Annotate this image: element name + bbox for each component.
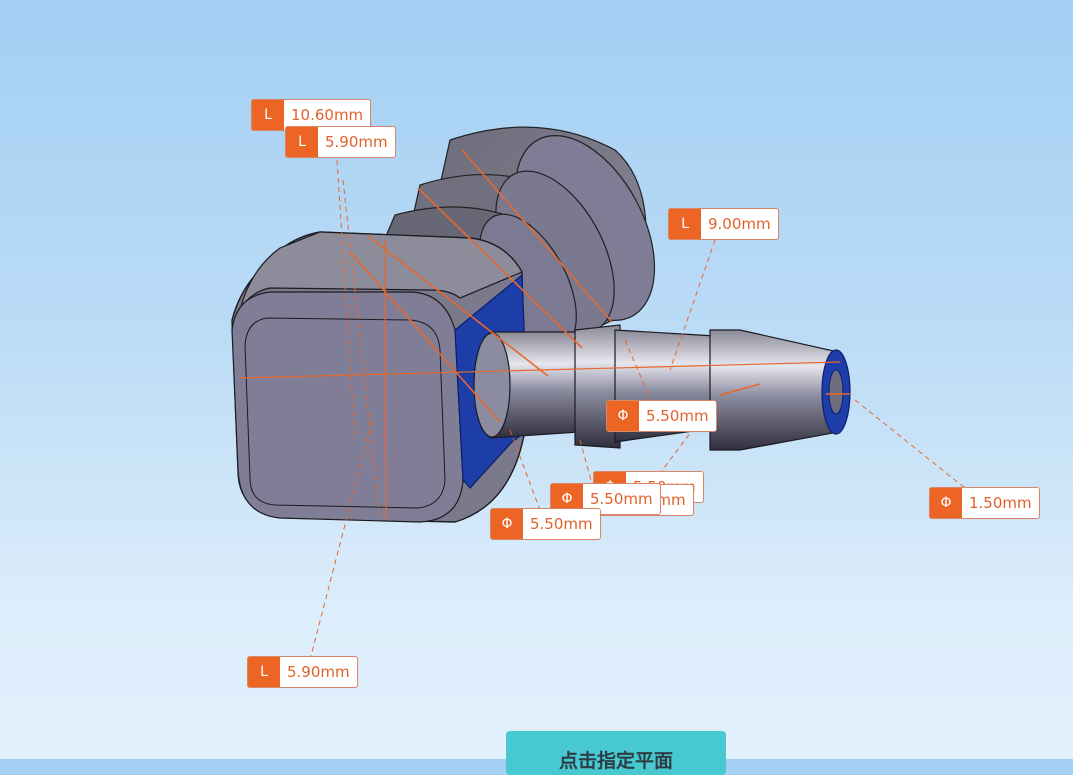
- measurement-tag-diameter-1[interactable]: Φ 5.50mm: [606, 400, 717, 432]
- measurement-value: 5.90mm: [287, 663, 350, 681]
- length-type-icon: L: [669, 209, 701, 239]
- measurement-tag-diameter-5[interactable]: Φ 5.50mm: [490, 508, 601, 540]
- measurement-lines: [239, 149, 850, 521]
- measurement-value: 10.60mm: [291, 106, 364, 124]
- measurement-value: 5.50mm: [530, 515, 593, 533]
- measurement-value: 5.90mm: [325, 133, 388, 151]
- length-type-icon: L: [248, 657, 280, 687]
- measurement-tag-diameter-6[interactable]: Φ 1.50mm: [929, 487, 1040, 519]
- length-type-icon: L: [252, 100, 284, 130]
- diameter-type-icon: Φ: [930, 488, 962, 518]
- measurement-tag-length-1[interactable]: L 10.60mm: [251, 99, 372, 131]
- measurement-value: 5.50mm: [590, 490, 653, 508]
- measurement-value: 5.50mm: [646, 407, 709, 425]
- measurement-tag-length-2[interactable]: L 5.90mm: [285, 126, 396, 158]
- measurement-tag-length-4[interactable]: L 5.90mm: [247, 656, 358, 688]
- measurement-tag-length-3[interactable]: L 9.00mm: [668, 208, 779, 240]
- diameter-type-icon: Φ: [607, 401, 639, 431]
- part-model-svg[interactable]: [0, 0, 1073, 759]
- measurement-value: 9.00mm: [708, 215, 771, 233]
- square-block[interactable]: [231, 231, 529, 523]
- length-type-icon: L: [286, 127, 318, 157]
- measurement-value: 1.50mm: [969, 494, 1032, 512]
- diameter-type-icon: Φ: [491, 509, 523, 539]
- select-plane-button[interactable]: 点击指定平面: [506, 731, 726, 775]
